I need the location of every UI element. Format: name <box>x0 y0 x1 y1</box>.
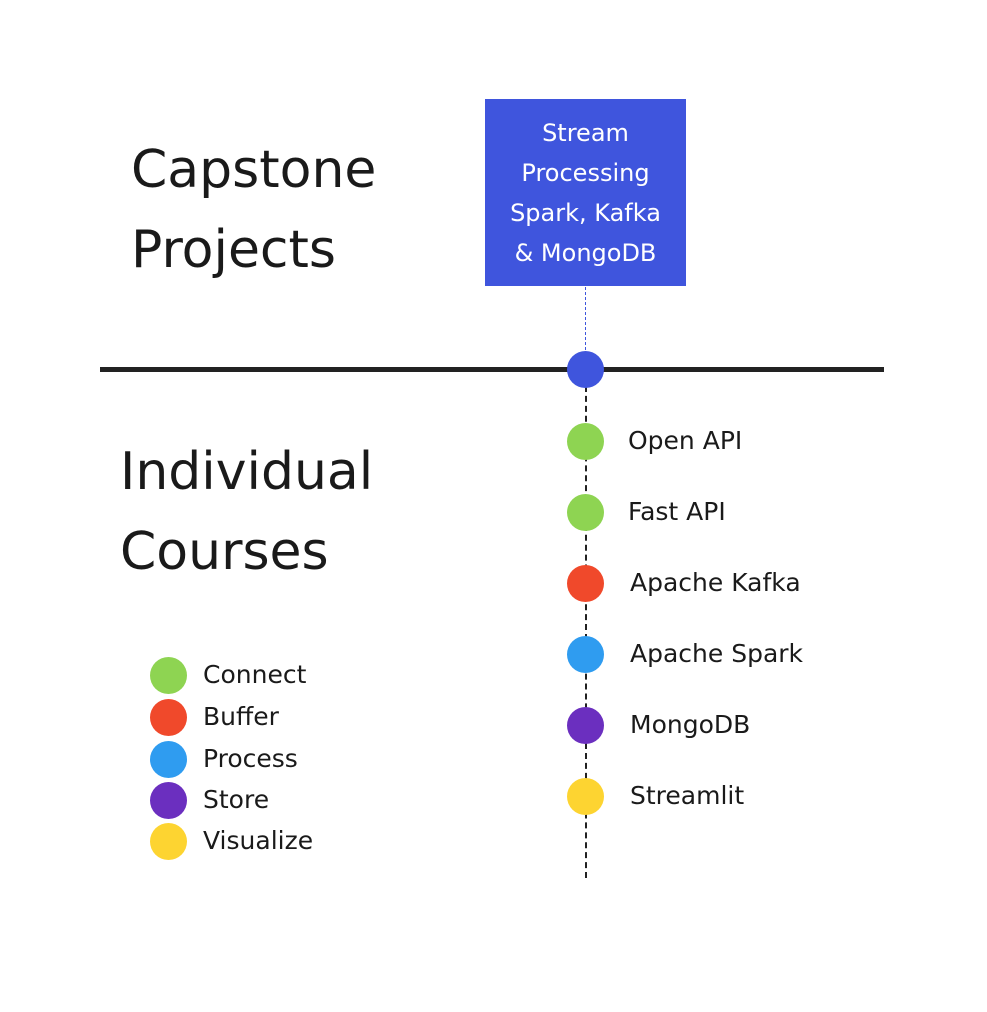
legend-label: Process <box>203 744 298 773</box>
legend-label: Buffer <box>203 702 279 731</box>
project-anchor-dot <box>567 351 604 388</box>
course-dot-buffer <box>567 565 604 602</box>
course-timeline-line <box>585 386 587 878</box>
project-connector-line <box>585 287 586 355</box>
legend-dot-store <box>150 782 187 819</box>
individual-courses-heading: Individual Courses <box>120 442 374 582</box>
course-dot-connect <box>567 494 604 531</box>
course-label: Apache Spark <box>630 639 804 668</box>
course-dot-store <box>567 707 604 744</box>
timeline-divider <box>100 367 884 372</box>
course-label: Fast API <box>628 497 726 526</box>
capstone-project-box: Stream Processing Spark, Kafka & MongoDB <box>485 99 686 286</box>
legend-label: Store <box>203 785 270 814</box>
legend-dot-visualize <box>150 823 187 860</box>
legend-dot-buffer <box>150 699 187 736</box>
course-label: Streamlit <box>630 781 745 810</box>
course-dot-process <box>567 636 604 673</box>
course-dot-visualize <box>567 778 604 815</box>
course-label: MongoDB <box>630 710 751 739</box>
legend-dot-process <box>150 741 187 778</box>
course-dot-connect <box>567 423 604 460</box>
legend-dot-connect <box>150 657 187 694</box>
course-label: Open API <box>628 426 743 455</box>
legend-label: Connect <box>203 660 307 689</box>
capstone-projects-heading: Capstone Projects <box>131 140 377 280</box>
course-label: Apache Kafka <box>630 568 801 597</box>
legend-label: Visualize <box>203 826 314 855</box>
